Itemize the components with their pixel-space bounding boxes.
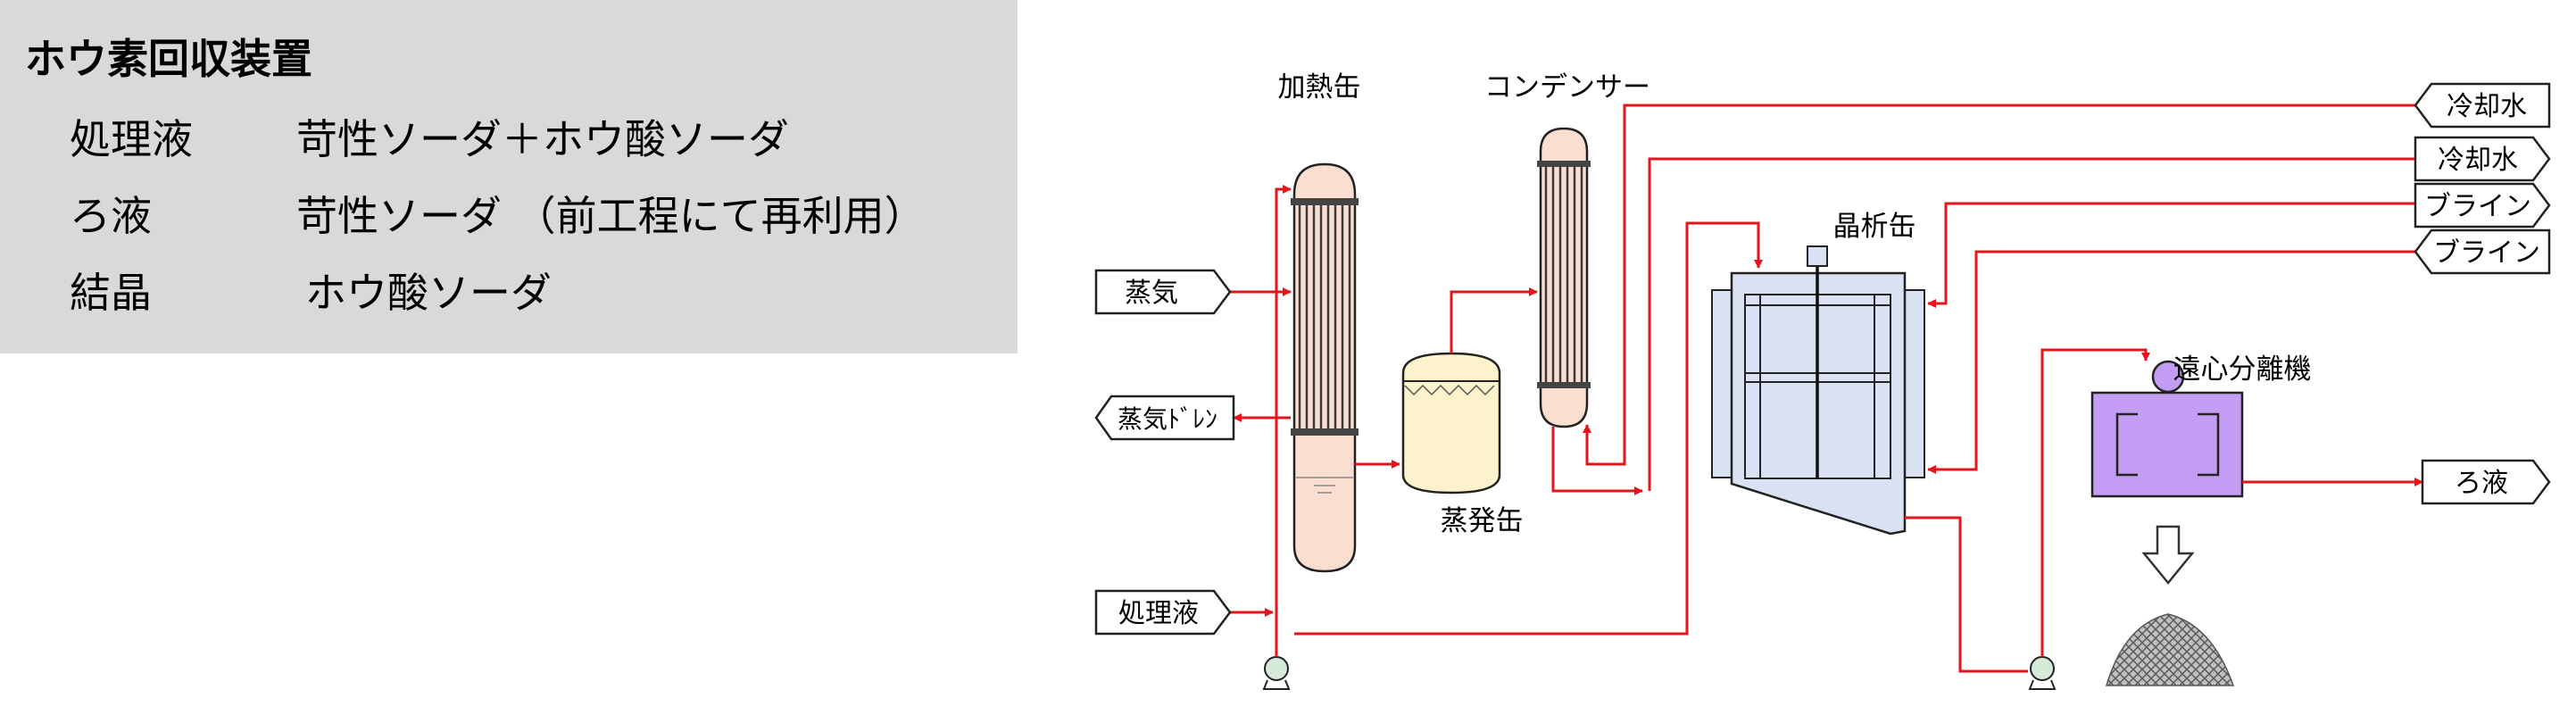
down-arrow-icon <box>2141 525 2195 585</box>
tag-feed-label: 処理液 <box>1118 598 1199 629</box>
tag-brine-2 <box>2414 229 2551 275</box>
label-crystallizer: 晶析缶 <box>1833 211 1916 243</box>
tag-steam-label: 蒸気 <box>1125 278 1178 309</box>
evaporator-vessel <box>1401 352 1501 494</box>
condenser-vessel <box>1537 127 1591 428</box>
tag-brine-1 <box>2414 182 2551 229</box>
crystallizer-vessel <box>1711 245 1925 536</box>
row-value-filtrate: 苛性ソーダ （前工程にて再利用） <box>296 192 926 240</box>
pump-icon <box>2028 656 2057 690</box>
crystal-pile <box>2105 613 2235 686</box>
tag-cooling-water-1-label: 冷却水 <box>2447 91 2527 122</box>
tag-steam-drain <box>1094 395 1235 441</box>
pump-icon <box>1262 656 1291 690</box>
tag-cooling-water-2 <box>2414 136 2551 182</box>
row-label-filtrate: ろ液 <box>70 192 152 240</box>
panel-title: ホウ素回収装置 <box>25 35 312 83</box>
row-value-crystal: ホウ酸ソーダ <box>305 269 552 317</box>
tag-steam <box>1094 269 1232 315</box>
label-condenser: コンデンサー <box>1484 71 1650 104</box>
tag-feed <box>1094 589 1232 636</box>
tag-cooling-water-1 <box>2414 82 2551 129</box>
row-label-crystal: 結晶 <box>70 269 152 317</box>
centrifuge <box>2090 360 2244 498</box>
tag-filtrate <box>2421 459 2551 505</box>
tag-filtrate-label: ろ液 <box>2455 468 2508 499</box>
tag-brine-2-label: ブライン <box>2433 237 2540 269</box>
label-heater: 加熱缶 <box>1278 71 1361 104</box>
row-value-feed: 苛性ソーダ＋ホウ酸ソーダ <box>296 115 789 163</box>
piping <box>1228 104 2430 673</box>
row-label-feed: 処理液 <box>70 115 193 163</box>
tag-brine-1-label: ブライン <box>2424 191 2531 222</box>
heater-vessel <box>1291 162 1359 573</box>
label-centrifuge: 遠心分離機 <box>2173 353 2312 386</box>
tag-steam-drain-label: 蒸気ﾄﾞﾚﾝ <box>1118 404 1217 434</box>
info-panel: ホウ素回収装置 処理液 苛性ソーダ＋ホウ酸ソーダ ろ液 苛性ソーダ （前工程にて… <box>0 0 1018 353</box>
label-evaporator: 蒸発缶 <box>1441 505 1524 537</box>
tag-cooling-water-2-label: 冷却水 <box>2438 145 2518 176</box>
